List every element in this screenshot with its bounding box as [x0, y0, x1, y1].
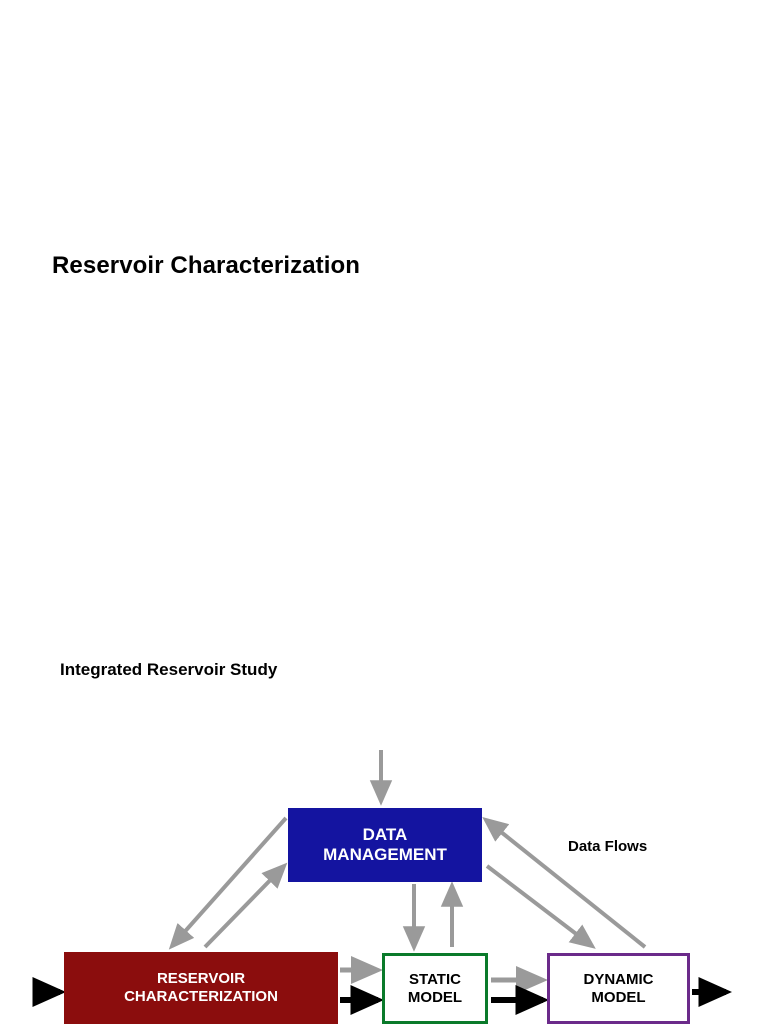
box-reservoir-characterization[interactable]: RESERVOIR CHARACTERIZATION: [64, 952, 338, 1024]
page-title: Reservoir Characterization: [52, 252, 361, 279]
box-data-management-line1: DATA: [362, 824, 408, 844]
box-static-model[interactable]: STATIC MODEL: [382, 953, 488, 1024]
box-dynamic-model-line2: MODEL: [591, 988, 646, 1006]
box-reservoir-characterization-line1: RESERVOIR: [156, 970, 246, 988]
arrow-dm-to-dynamic: [485, 864, 596, 949]
box-data-management-line2: MANAGEMENT: [323, 845, 447, 864]
arrow-dynamic-to-dm: [482, 817, 647, 949]
section-subtitle: Integrated Reservoir Study: [60, 660, 278, 679]
box-static-model-line1: STATIC: [409, 970, 461, 988]
arrow-dm-to-rc: [168, 816, 288, 950]
box-data-management[interactable]: DATA MANAGEMENT: [288, 808, 482, 882]
box-dynamic-model-line1: DYNAMIC: [583, 970, 654, 988]
box-static-model-line2: MODEL: [407, 988, 463, 1006]
data-flows-legend-label: Data Flows: [568, 838, 648, 855]
box-dynamic-model[interactable]: DYNAMIC MODEL: [547, 953, 690, 1024]
box-reservoir-characterization-line2: CHARACTERIZATION: [124, 988, 278, 1005]
arrow-rc-to-dm: [203, 862, 288, 949]
